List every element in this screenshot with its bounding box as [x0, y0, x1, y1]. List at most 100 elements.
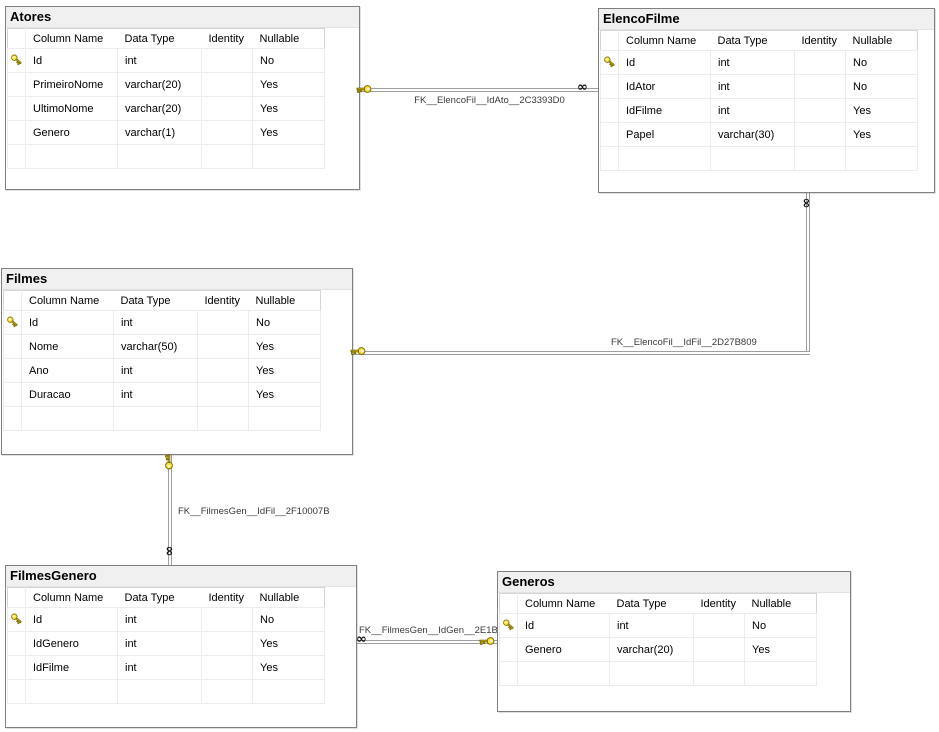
row-selector[interactable]	[7, 655, 26, 680]
column-row[interactable]	[499, 661, 817, 686]
cell-type[interactable]	[710, 146, 795, 171]
cell-type[interactable]: int	[117, 655, 202, 680]
row-selector-primary-key[interactable]	[7, 48, 26, 73]
cell-nullable[interactable]: No	[845, 50, 918, 75]
table-title[interactable]: ElencoFilme	[599, 9, 934, 30]
cell-identity[interactable]	[693, 637, 745, 662]
cell-identity[interactable]	[794, 74, 846, 99]
cell-nullable[interactable]: Yes	[248, 358, 321, 383]
cell-identity[interactable]	[794, 122, 846, 147]
column-row[interactable]	[3, 406, 321, 431]
cell-type[interactable]: varchar(30)	[710, 122, 795, 147]
cell-type[interactable]: int	[710, 50, 795, 75]
cell-name[interactable]: IdAtor	[618, 74, 711, 99]
cell-nullable[interactable]: Yes	[744, 637, 817, 662]
row-selector[interactable]	[3, 334, 22, 359]
cell-identity[interactable]	[693, 613, 745, 638]
cell-type[interactable]: int	[113, 382, 198, 407]
cell-name[interactable]	[618, 146, 711, 171]
relationship-line-filmesgenero-generos[interactable]	[357, 640, 497, 644]
column-row[interactable]	[7, 144, 325, 169]
cell-type[interactable]	[117, 679, 202, 704]
table-filmes[interactable]: Filmes Column Name Data Type Identity Nu…	[1, 268, 353, 455]
cell-type[interactable]: int	[710, 98, 795, 123]
cell-type[interactable]: varchar(1)	[117, 120, 202, 145]
cell-nullable[interactable]	[252, 144, 325, 169]
row-selector[interactable]	[600, 122, 619, 147]
row-selector[interactable]	[600, 146, 619, 171]
cell-nullable[interactable]: Yes	[252, 96, 325, 121]
cell-identity[interactable]	[201, 48, 253, 73]
cell-nullable[interactable]: Yes	[845, 122, 918, 147]
cell-identity[interactable]	[201, 120, 253, 145]
cell-type[interactable]: varchar(20)	[117, 72, 202, 97]
table-atores[interactable]: Atores Column Name Data Type Identity Nu…	[5, 6, 360, 190]
relationship-line-filmes-elencofilme-v[interactable]	[806, 193, 810, 351]
cell-name[interactable]: Id	[517, 613, 610, 638]
cell-identity[interactable]	[201, 144, 253, 169]
cell-nullable[interactable]	[845, 146, 918, 171]
cell-type[interactable]: varchar(50)	[113, 334, 198, 359]
cell-type[interactable]: int	[113, 310, 198, 335]
table-title[interactable]: Generos	[498, 572, 850, 593]
row-selector[interactable]	[7, 72, 26, 97]
cell-nullable[interactable]: No	[248, 310, 321, 335]
cell-nullable[interactable]: Yes	[252, 120, 325, 145]
cell-nullable[interactable]: Yes	[248, 382, 321, 407]
row-selector-primary-key[interactable]	[600, 50, 619, 75]
cell-identity[interactable]	[201, 655, 253, 680]
table-elencofilme[interactable]: ElencoFilme Column Name Data Type Identi…	[598, 8, 935, 193]
cell-nullable[interactable]	[744, 661, 817, 686]
cell-type[interactable]: int	[117, 631, 202, 656]
table-generos[interactable]: Generos Column Name Data Type Identity N…	[497, 571, 851, 712]
table-title[interactable]: Atores	[6, 7, 359, 28]
cell-identity[interactable]	[201, 96, 253, 121]
cell-identity[interactable]	[197, 334, 249, 359]
relationship-line-atores-elencofilme[interactable]	[360, 88, 598, 92]
row-selector[interactable]	[7, 120, 26, 145]
cell-name[interactable]: Ano	[21, 358, 114, 383]
cell-nullable[interactable]: No	[845, 74, 918, 99]
cell-name[interactable]: Nome	[21, 334, 114, 359]
cell-nullable[interactable]	[248, 406, 321, 431]
cell-name[interactable]: Id	[25, 607, 118, 632]
cell-nullable[interactable]: No	[744, 613, 817, 638]
row-selector[interactable]	[499, 637, 518, 662]
cell-type[interactable]	[117, 144, 202, 169]
cell-nullable[interactable]: Yes	[845, 98, 918, 123]
row-selector[interactable]	[600, 74, 619, 99]
cell-identity[interactable]	[201, 679, 253, 704]
row-selector[interactable]	[7, 679, 26, 704]
row-selector[interactable]	[600, 98, 619, 123]
cell-type[interactable]: int	[117, 48, 202, 73]
cell-name[interactable]	[21, 406, 114, 431]
row-selector-primary-key[interactable]	[3, 310, 22, 335]
cell-name[interactable]: Papel	[618, 122, 711, 147]
cell-name[interactable]: Genero	[517, 637, 610, 662]
row-selector[interactable]	[3, 406, 22, 431]
cell-identity[interactable]	[201, 631, 253, 656]
cell-type[interactable]: varchar(20)	[609, 637, 694, 662]
relationship-line-filmes-elencofilme-h[interactable]	[353, 351, 810, 355]
cell-identity[interactable]	[201, 72, 253, 97]
row-selector[interactable]	[3, 382, 22, 407]
cell-name[interactable]: PrimeiroNome	[25, 72, 118, 97]
row-selector[interactable]	[499, 661, 518, 686]
cell-identity[interactable]	[794, 98, 846, 123]
cell-nullable[interactable]: No	[252, 607, 325, 632]
cell-name[interactable]	[25, 144, 118, 169]
cell-identity[interactable]	[693, 661, 745, 686]
